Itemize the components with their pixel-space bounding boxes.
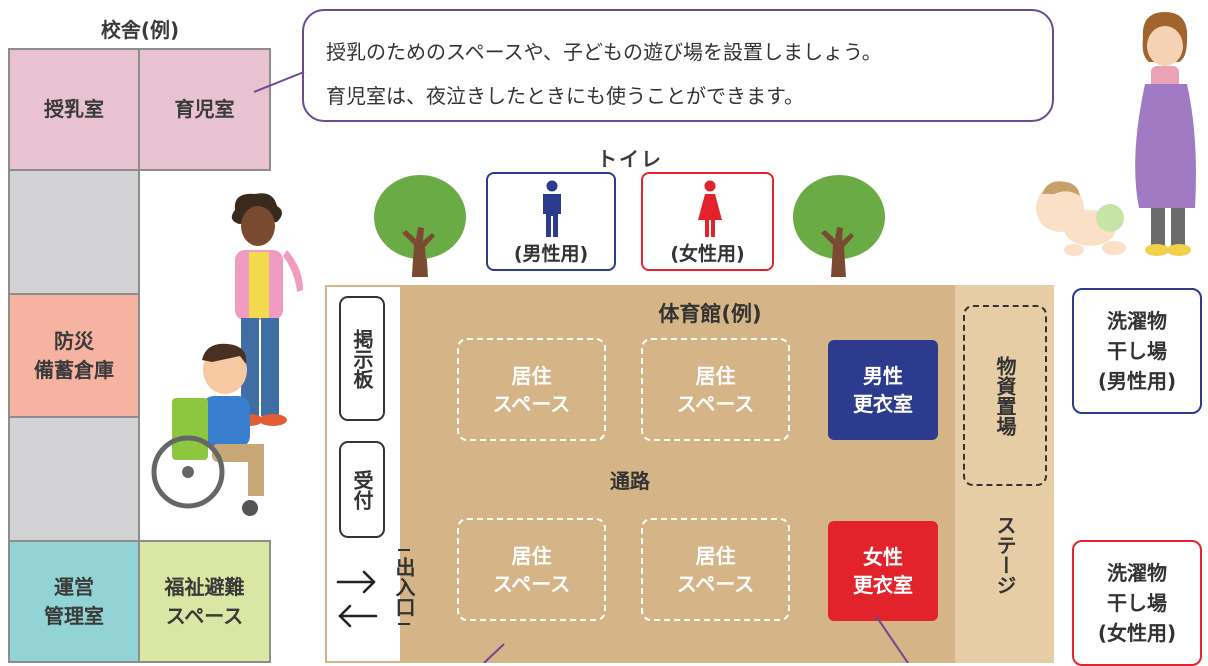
school-title: 校舎(例): [100, 17, 180, 42]
male-changing-room: 男性 更衣室: [828, 340, 938, 440]
living-space: 居住 スペース: [641, 338, 790, 441]
laundry-female: 洗濯物 干し場 (女性用): [1072, 540, 1202, 666]
living-space: 居住 スペース: [641, 518, 790, 621]
bubble-line-1: 授乳のためのスペースや、子どもの遊び場を設置しましょう。: [326, 40, 882, 64]
empty-room-2: [8, 416, 140, 542]
tree-icon: [374, 175, 466, 277]
bubble-line-2: 育児室は、夜泣きしたときにも使うことができます。: [326, 84, 804, 108]
passage-label: 通路: [610, 468, 650, 493]
entrance-label: 出入口: [392, 557, 416, 617]
female-person-icon: [698, 180, 722, 237]
callout-line: [875, 615, 909, 663]
disaster-storage: 防災 備蓄倉庫: [8, 293, 140, 418]
welfare-shelter: 福祉避難 スペース: [138, 540, 271, 663]
standing-man-illustration: [231, 193, 303, 426]
laundry-male: 洗濯物 干し場 (男性用): [1072, 288, 1202, 414]
entrance-arrows-icon: [336, 570, 378, 628]
empty-room-1: [8, 169, 140, 295]
management-office: 運営 管理室: [8, 540, 140, 663]
toilet-title: トイレ: [597, 146, 663, 171]
childcare-room: 育児室: [138, 48, 271, 171]
supply-storage: 物資置場: [963, 305, 1047, 486]
entrance: 出入口: [389, 549, 419, 657]
reception: 受付: [339, 441, 385, 538]
female-toilet-label: (女性用): [670, 242, 745, 265]
living-space: 居住 スペース: [457, 518, 606, 621]
living-space: 居住 スペース: [457, 338, 606, 441]
bulletin-board: 掲示板: [339, 296, 385, 421]
male-toilet-label: (男性用): [513, 242, 589, 265]
male-toilet: (男性用): [486, 172, 616, 271]
nursing-room: 授乳室: [8, 48, 140, 171]
bubble-tail: [253, 71, 305, 93]
pregnant-woman-illustration: [1135, 12, 1196, 256]
speech-bubble: [302, 9, 1054, 122]
female-toilet: (女性用): [641, 172, 774, 271]
supply-storage-label: 物資置場: [993, 355, 1017, 436]
stage-area: [955, 285, 1054, 663]
stage-label: ステージ: [993, 515, 1017, 595]
gym-title: 体育館(例): [658, 302, 762, 326]
male-person-icon: [543, 180, 561, 237]
wheelchair-user-illustration: [151, 343, 264, 516]
female-changing-room: 女性 更衣室: [828, 521, 938, 621]
tree-icon: [793, 175, 885, 277]
callout-line: [483, 643, 505, 663]
baby-illustration: [1036, 181, 1126, 256]
